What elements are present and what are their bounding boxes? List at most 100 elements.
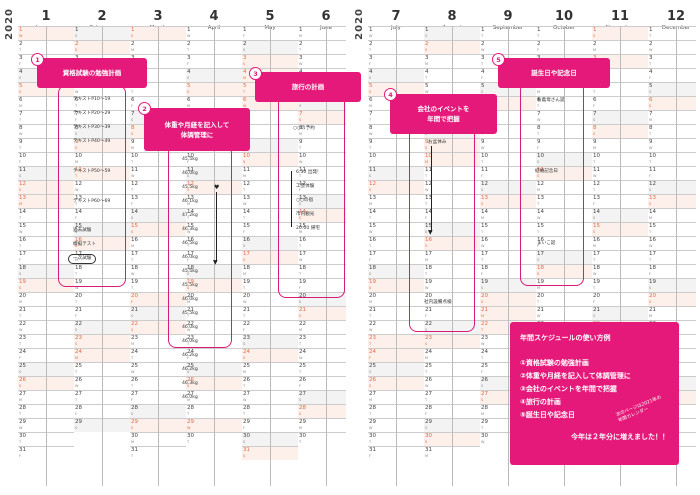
weekday-letter: T	[243, 411, 246, 416]
weekday-letter: T	[537, 131, 540, 136]
day-number: 6	[75, 97, 79, 103]
weekday-letter: S	[299, 313, 302, 318]
weekday-letter: F	[75, 411, 78, 416]
day-number: 9	[299, 139, 303, 145]
section-badge-3: 3	[249, 67, 262, 80]
weekday-letter: W	[481, 145, 485, 150]
day-number: 19	[481, 279, 488, 285]
weekday-letter: M	[19, 299, 23, 304]
weekday-letter: S	[425, 145, 428, 150]
weekday-letter: W	[369, 327, 373, 332]
day-number: 18	[593, 265, 600, 271]
weekday-letter: S	[131, 425, 134, 430]
weekday-letter: W	[299, 61, 303, 66]
day-number: 10	[19, 153, 26, 159]
day-number: 28	[299, 405, 306, 411]
weekday-letter: S	[593, 131, 596, 136]
weekday-letter: T	[593, 187, 596, 192]
day-number: 17	[299, 251, 306, 257]
day-number: 30	[425, 433, 432, 439]
weekday-letter: W	[131, 369, 135, 374]
day-number: 25	[131, 363, 138, 369]
day-number: 16	[593, 237, 600, 243]
weekday-letter: T	[481, 355, 484, 360]
day-number: 2	[299, 41, 303, 47]
weekday-letter: S	[75, 131, 78, 136]
weekday-letter: W	[19, 33, 23, 38]
month-name: October	[552, 25, 575, 31]
day-number: 24	[243, 349, 250, 355]
weekday-letter: W	[649, 47, 653, 52]
weekday-letter: T	[19, 341, 22, 346]
month-number: 9	[503, 9, 513, 24]
day-number: 28	[75, 405, 82, 411]
weekday-letter: M	[243, 369, 247, 374]
weekday-letter: M	[537, 89, 541, 94]
note: テキストP40〜49	[73, 139, 111, 144]
weekday-letter: T	[369, 313, 372, 318]
weekday-letter: S	[425, 439, 428, 444]
day-number: 21	[19, 307, 26, 313]
day-number: 4	[243, 69, 247, 75]
day-number: 10	[187, 153, 194, 159]
weekday-letter: S	[593, 33, 596, 38]
weekday-letter: S	[187, 75, 190, 80]
section-badge-5: 5	[492, 53, 505, 66]
weekday-letter: S	[187, 271, 190, 276]
day-number: 9	[369, 139, 373, 145]
day-number: 29	[75, 419, 82, 425]
weekday-letter: M	[75, 355, 79, 360]
column-divider	[102, 26, 103, 486]
weekday-letter: W	[299, 257, 303, 262]
day-number: 1	[649, 27, 653, 33]
weekday-letter: W	[299, 159, 303, 164]
column-divider	[676, 26, 677, 486]
weekday-letter: T	[187, 215, 190, 220]
weekday-letter: F	[425, 313, 428, 318]
day-number: 15	[131, 223, 138, 229]
day-number: 3	[369, 55, 373, 61]
day-number: 12	[537, 181, 544, 187]
weekday-letter: S	[75, 243, 78, 248]
day-number: 12	[19, 181, 26, 187]
weekday-letter: F	[243, 425, 246, 430]
day-number: 31	[131, 447, 138, 453]
day-number: 3	[299, 55, 303, 61]
day-number: 22	[243, 321, 250, 327]
weekday-letter: T	[369, 145, 372, 150]
weekday-letter: T	[243, 313, 246, 318]
weekday-letter: T	[369, 439, 372, 444]
weekday-letter: S	[75, 145, 78, 150]
day-number: 12	[593, 181, 600, 187]
day-number: 16	[369, 237, 376, 243]
day-number: 11	[243, 167, 250, 173]
day-number: 9	[593, 139, 597, 145]
day-number: 25	[369, 363, 376, 369]
weekday-letter: M	[369, 397, 373, 402]
day-number: 14	[369, 209, 376, 215]
weekday-letter: F	[131, 397, 134, 402]
day-number: 16	[299, 237, 306, 243]
weekday-letter: T	[425, 201, 428, 206]
day-number: 11	[537, 167, 544, 173]
day-number: 24	[369, 349, 376, 355]
weight-note: 46.1kg	[182, 199, 198, 204]
weekday-letter: W	[369, 33, 373, 38]
weekday-letter: F	[537, 145, 540, 150]
weekday-letter: W	[75, 383, 79, 388]
month-number: 11	[610, 9, 630, 24]
weekday-letter: S	[481, 89, 484, 94]
day-number: 29	[299, 419, 306, 425]
day-number: 16	[537, 237, 544, 243]
day-number: 7	[649, 111, 653, 117]
